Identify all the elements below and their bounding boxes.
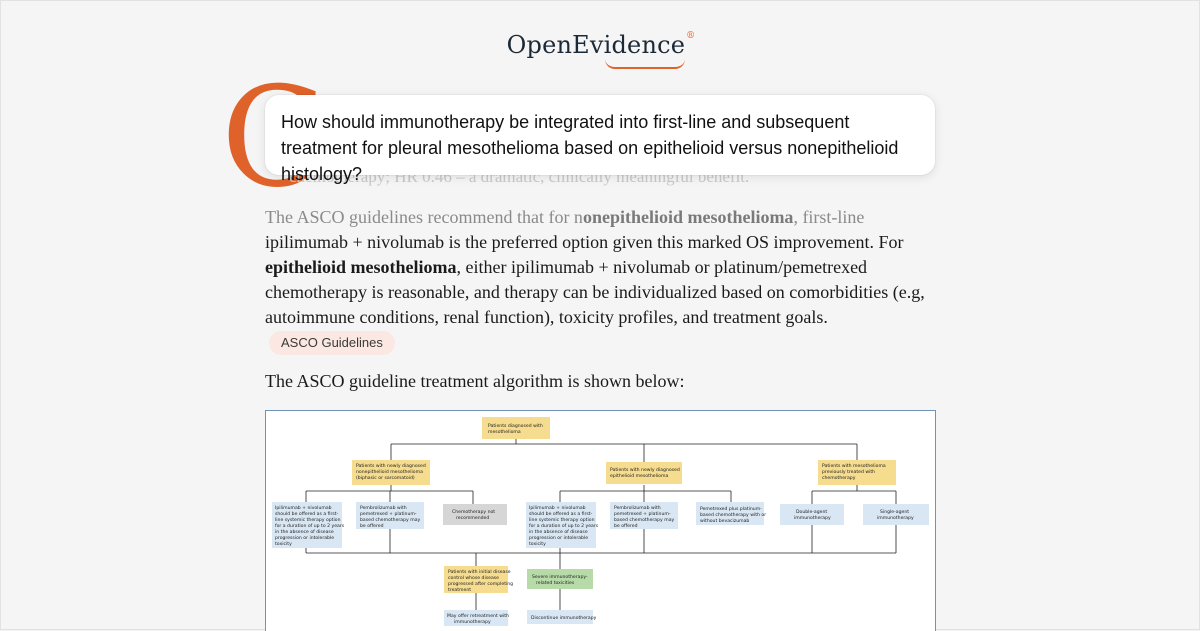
- answer-part-6: , either ipilimumab + nivolumab or plati…: [265, 257, 925, 327]
- box-c1: [444, 610, 508, 626]
- box-b1: [444, 566, 508, 593]
- box-branch-left: [352, 460, 430, 485]
- registered-mark: ®: [686, 31, 696, 41]
- flowchart-connectors: [305, 439, 897, 610]
- question-card: How should immunotherapy be integrated i…: [265, 95, 935, 184]
- brand-name: OpenEvidence: [506, 31, 686, 59]
- logo-swoosh: [605, 59, 685, 69]
- box-m3: [696, 502, 764, 525]
- algorithm-intro: The ASCO guideline treatment algorithm i…: [265, 371, 685, 391]
- box-branch-right: [818, 460, 896, 485]
- box-m1: [526, 502, 596, 548]
- box-root: [482, 417, 550, 439]
- openevidence-logo: OpenEvidence®: [1, 31, 1200, 69]
- box-m3-text: Pemetrexed plus platinum-based chemother…: [700, 506, 766, 524]
- answer-part-1: The ASCO guidelines recommend that for n: [265, 207, 583, 227]
- box-l1: [272, 502, 342, 548]
- box-r2: [863, 504, 929, 525]
- box-branch-mid: [606, 462, 682, 484]
- box-b2-text: Severe immunotherapy-related toxicities: [532, 574, 588, 586]
- box-c2: [527, 610, 593, 624]
- box-r1: [780, 504, 844, 525]
- box-b2: [527, 569, 593, 589]
- box-l3: [443, 504, 507, 525]
- citation-chip[interactable]: ASCO Guidelines: [269, 331, 395, 355]
- answer-part-4: ipilimumab + nivolumab is the preferred …: [265, 232, 904, 252]
- answer-text: The ASCO guidelines recommend that for n…: [265, 205, 955, 355]
- box-m2: [610, 502, 678, 529]
- answer-part-3: , first-line: [793, 207, 865, 227]
- answer-bold-nonepithelioid: onepithelioid mesothelioma: [582, 207, 794, 227]
- box-l2: [356, 502, 424, 529]
- box-c2-text: Discontinue immunotherapy: [531, 615, 597, 621]
- answer-bold-epithelioid: epithelioid mesothelioma: [265, 257, 457, 277]
